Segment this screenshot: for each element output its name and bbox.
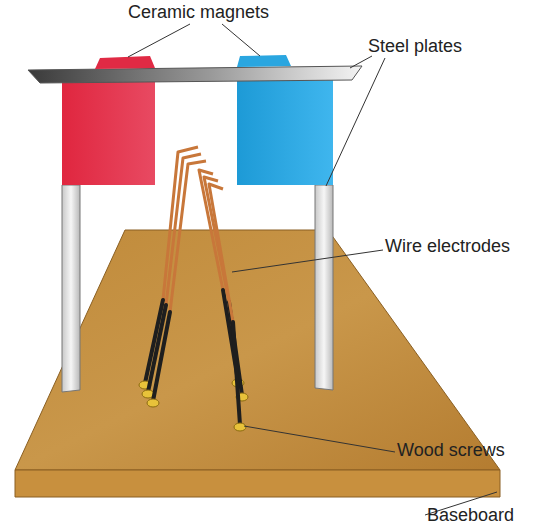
ceramic-magnet — [62, 80, 155, 185]
part-label: Wood screws — [397, 440, 505, 460]
part-label: Wire electrodes — [385, 236, 510, 256]
ceramic-magnet — [95, 56, 155, 69]
ceramic-magnet — [237, 55, 291, 67]
part-label: Baseboard — [427, 505, 514, 525]
wood-screw — [147, 399, 159, 407]
wire-electrodes — [139, 147, 248, 431]
copper-wire — [209, 184, 233, 322]
wire-insulation — [233, 322, 240, 425]
ceramic-magnet — [237, 78, 333, 185]
baseboard-top — [15, 230, 500, 470]
baseboard-front — [15, 470, 500, 497]
steel-side-plate — [315, 185, 333, 390]
wire-insulation — [153, 312, 170, 401]
steel-side-plate — [62, 185, 80, 392]
part-label: Steel plates — [368, 36, 462, 56]
steel-top-plate — [28, 66, 362, 83]
copper-wire — [166, 154, 201, 305]
wood-screw — [234, 423, 246, 431]
part-label: Ceramic magnets — [128, 2, 269, 22]
